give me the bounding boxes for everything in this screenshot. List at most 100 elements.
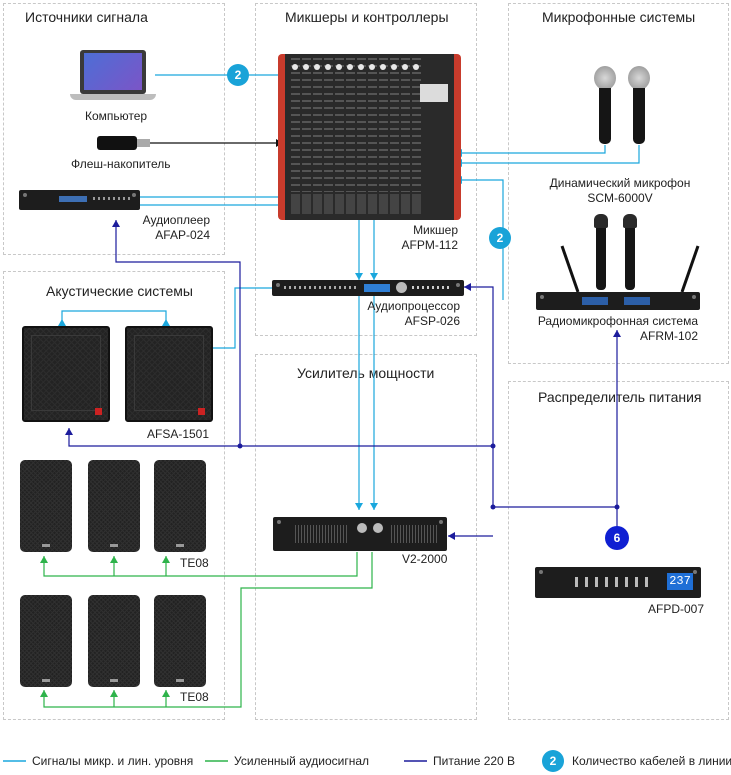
subwoofer-speaker (22, 326, 110, 422)
mixer-channel-strip (324, 58, 333, 192)
mixer-knob (336, 64, 342, 70)
wire-radio-mixer (462, 179, 504, 300)
mixer-fader (291, 194, 300, 214)
legend-count: Количество кабелей в линии (572, 754, 731, 768)
mixer-knob (391, 64, 397, 70)
label-dynamic-mic-2: SCM-6000V (587, 191, 653, 205)
zone-mics (508, 3, 729, 364)
column-speaker (20, 595, 72, 687)
usb-flash-icon (97, 136, 150, 150)
zone-acoustic (3, 271, 225, 720)
zone-title-acoustic: Акустические системы (46, 283, 193, 299)
mixer-fader (412, 194, 421, 214)
mixer-fader (335, 194, 344, 214)
mixer-channel-strip (335, 58, 344, 192)
label-processor-1: Аудиопроцессор (367, 299, 460, 313)
wire-pdu-proc (464, 286, 617, 508)
column-speaker (20, 460, 72, 552)
zone-title-mics: Микрофонные системы (542, 9, 696, 25)
subwoofer-speaker (125, 326, 213, 422)
mixer-knob (369, 64, 375, 70)
mixer-fader (379, 194, 388, 214)
zone-power (508, 381, 729, 720)
column-speaker (154, 460, 206, 552)
mixer-knob (303, 64, 309, 70)
legend-signal: Сигналы микр. и лин. уровня (32, 754, 194, 768)
dynamic-mic-icon (624, 66, 654, 146)
mixer-channel-strip (412, 58, 421, 192)
mixer-fader (313, 194, 322, 214)
mixer-fader (302, 194, 311, 214)
wireless-receiver-device (536, 292, 700, 310)
pdu-display: 237 (667, 573, 693, 590)
cable-count-badge-computer: 2 (227, 64, 249, 86)
laptop-icon (70, 50, 156, 104)
mixer-channel-strip (357, 58, 366, 192)
dynamic-mic-icon (590, 66, 620, 146)
column-speaker (154, 595, 206, 687)
wire-mic2-mixer (462, 145, 640, 164)
audio-processor-device (272, 280, 464, 296)
mixer-device (278, 54, 461, 220)
mixer-channel-strip (302, 58, 311, 192)
label-player-1: Аудиоплеер (142, 213, 210, 227)
legend-amplified: Усиленный аудиосигнал (234, 754, 370, 768)
mixer-fader (401, 194, 410, 214)
mixer-knob (314, 64, 320, 70)
mixer-fader (346, 194, 355, 214)
mixer-fader (324, 194, 333, 214)
mixer-knob (347, 64, 353, 70)
audio-player-device (19, 190, 140, 210)
label-amp: V2-2000 (402, 552, 448, 566)
label-mixer-2: AFPM-112 (401, 238, 458, 252)
wire-power-subs (68, 428, 493, 447)
wire-amp-te08-top (43, 552, 358, 577)
column-speaker (88, 595, 140, 687)
signal-lines (61, 74, 640, 510)
zone-title-mixers: Микшеры и контроллеры (285, 9, 449, 25)
mixer-channel-strip (291, 58, 300, 192)
label-mixer-1: Микшер (413, 223, 458, 237)
label-flash: Флеш-накопитель (71, 157, 171, 171)
label-processor-2: AFSP-026 (404, 314, 460, 328)
label-te08-b: TE08 (180, 690, 209, 704)
cable-count-badge-radio: 2 (489, 227, 511, 249)
column-speaker (88, 460, 140, 552)
mixer-display (420, 84, 448, 102)
mixer-fader (390, 194, 399, 214)
power-amplifier-device (273, 517, 447, 551)
antenna-icon (560, 245, 700, 293)
zone-title-power: Распределитель питания (538, 389, 702, 405)
wire-mic1-mixer (462, 145, 606, 154)
zone-sources (3, 3, 225, 255)
mixer-channel-strip (313, 58, 322, 192)
label-subs: AFSA-1501 (147, 427, 210, 441)
wire-power-player (115, 220, 241, 446)
mixer-knob (402, 64, 408, 70)
mixer-channel-strip (368, 58, 377, 192)
zone-amp (255, 354, 477, 720)
mixer-knob (413, 64, 419, 70)
label-dynamic-mic-1: Динамический микрофон (549, 176, 691, 190)
legend-count-badge: 2 (542, 750, 564, 772)
zone-title-sources: Источники сигнала (25, 9, 148, 25)
zone-mixers (255, 3, 477, 336)
wire-subs-link (61, 310, 167, 326)
label-player-2: AFAP-024 (155, 228, 210, 242)
mixer-knob (380, 64, 386, 70)
wire-proc-subs (212, 287, 272, 349)
mixer-channel-strip (390, 58, 399, 192)
label-pdu: AFPD-007 (648, 602, 705, 616)
wireless-mic-icon (622, 214, 638, 294)
label-computer: Компьютер (85, 109, 148, 123)
cable-count-badge-power: 6 (605, 526, 629, 550)
zone-title-amp: Усилитель мощности (297, 365, 435, 381)
mixer-channel-strip (346, 58, 355, 192)
legend-lines (3, 760, 427, 762)
power-distributor-device: 237 (535, 567, 701, 598)
label-radio-2: AFRM-102 (639, 329, 698, 343)
mixer-fader (368, 194, 377, 214)
wireless-mic-icon (593, 214, 609, 294)
mixer-channel-strip (379, 58, 388, 192)
